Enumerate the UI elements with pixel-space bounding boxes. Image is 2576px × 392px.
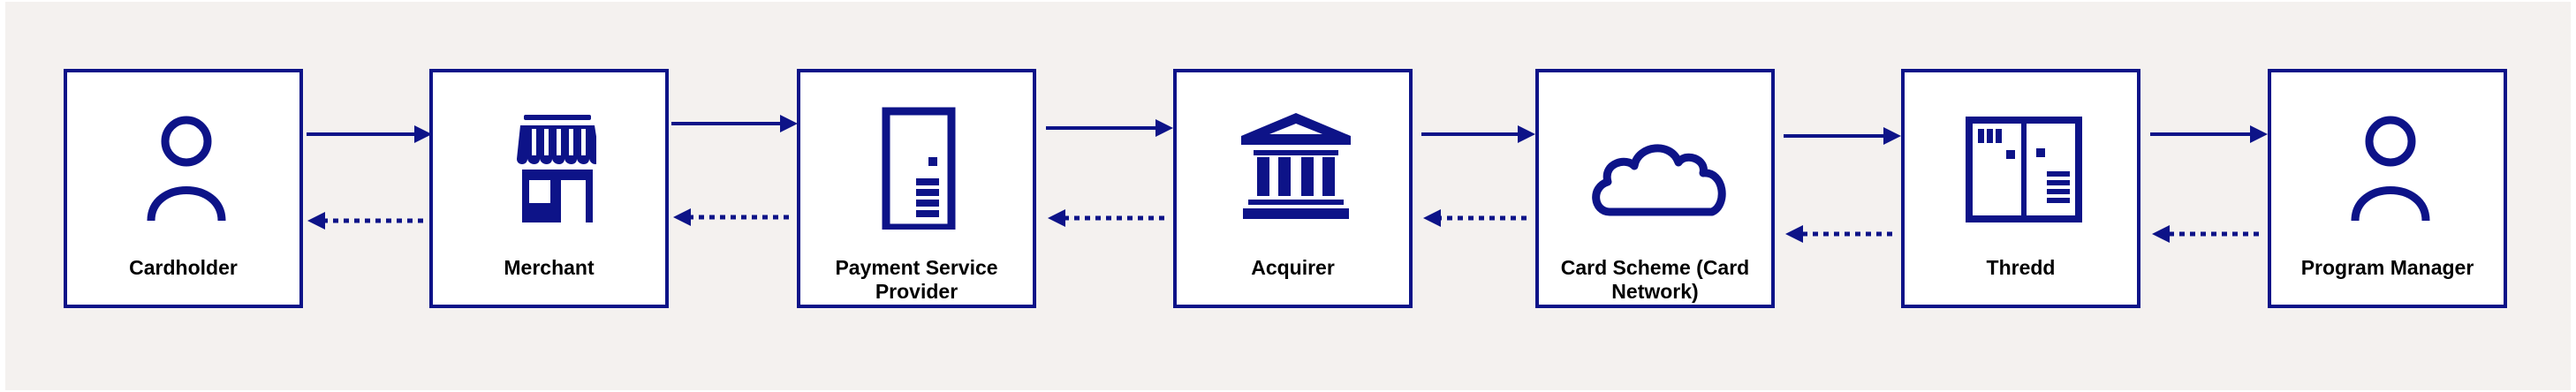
node-label: Cardholder: [129, 256, 238, 279]
storefront-icon: [517, 115, 596, 222]
node-label: Payment Service Provider: [835, 256, 998, 303]
node-acquirer: Acquirer: [1173, 69, 1413, 308]
node-cardholder: Cardholder: [64, 69, 303, 308]
node-card-scheme: Card Scheme (Card Network): [1535, 69, 1775, 308]
node-label: Merchant: [504, 256, 595, 279]
edges-layer: [307, 115, 2268, 243]
node-label: Acquirer: [1251, 256, 1335, 279]
node-label: Card Scheme (Card Network): [1560, 256, 1750, 303]
node-label: Thredd: [1986, 256, 2056, 279]
payment-terminal-icon: [882, 107, 956, 230]
node-program-manager: Program Manager: [2268, 69, 2507, 308]
arrowhead: [1048, 209, 1065, 227]
arrowhead: [2250, 125, 2268, 143]
person-icon: [147, 116, 226, 222]
cloud-icon: [1592, 144, 1726, 216]
node-merchant: Merchant: [429, 69, 669, 308]
arrowhead: [1423, 209, 1441, 227]
arrowhead: [1155, 119, 1173, 137]
arrowhead: [1518, 125, 1535, 143]
arrowhead: [414, 125, 432, 143]
node-label: Program Manager: [2300, 256, 2474, 279]
arrowhead: [307, 212, 325, 230]
person-icon: [2351, 116, 2430, 222]
bank-icon: [1241, 113, 1351, 219]
node-payment-service-provider: Payment Service Provider: [797, 69, 1036, 308]
arrowhead: [780, 115, 798, 132]
arrowhead: [1883, 127, 1901, 145]
arrowhead: [2152, 225, 2170, 243]
arrowhead: [673, 208, 691, 226]
diagram-canvas: Cardholder Merchant: [5, 2, 2571, 390]
arrowhead: [1785, 225, 1803, 243]
server-rack-icon: [1966, 117, 2082, 222]
node-thredd: Thredd: [1901, 69, 2140, 308]
